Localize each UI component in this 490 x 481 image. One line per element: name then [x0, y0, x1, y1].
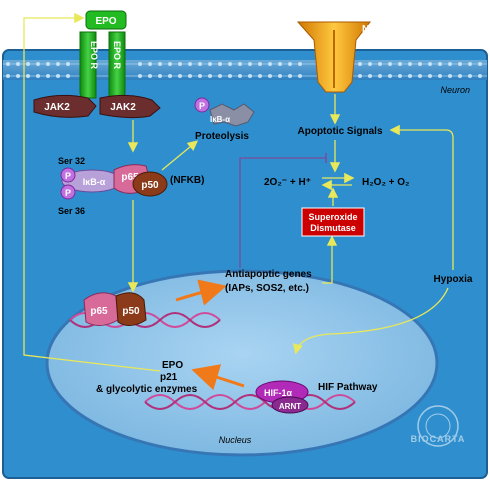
- sod-line2: Dismutase: [310, 223, 356, 233]
- antiapoptotic-inhibition-line: [239, 157, 326, 268]
- p65-label: p65: [121, 172, 139, 183]
- membrane-lipids: [6, 62, 482, 78]
- superoxide-dismutase-box: Superoxide Dismutase: [301, 207, 365, 237]
- apoptotic-signals-label: Apoptotic Signals: [298, 126, 383, 137]
- reaction-left: 2O₂⁻ + H⁺: [264, 177, 311, 188]
- hypoxia-label: Hypoxia: [434, 274, 473, 285]
- ikba-label: IκB-α: [83, 177, 106, 187]
- epo-receptor-right: EPO R: [108, 31, 126, 99]
- ser32-label: Ser 32: [58, 156, 85, 166]
- proteolysis-group: P IκB-α Proteolysis: [194, 97, 255, 142]
- epo-r-right-label: EPO R: [112, 41, 122, 70]
- hif-pathway-label: HIF Pathway: [318, 382, 378, 393]
- nfkb-to-antiapoptotic-arrow: [175, 279, 227, 306]
- proteolysis-label: Proteolysis: [195, 131, 249, 142]
- logo-text: BIOCARTA: [411, 434, 466, 444]
- nucleus-label: Nucleus: [219, 435, 252, 445]
- nuclear-nfkb: p65 p50: [83, 292, 147, 326]
- p50-nuc-label: p50: [122, 306, 140, 317]
- p65-nuc-label: p65: [90, 306, 108, 317]
- epo-label: EPO: [95, 16, 116, 27]
- epo-out-line1: EPO: [162, 360, 183, 371]
- hif-complex: HIF-1α ARNT: [255, 380, 309, 414]
- p-top-label: P: [65, 171, 71, 181]
- hif-to-epo-arrow: [191, 364, 245, 391]
- cell-membrane: [3, 60, 487, 80]
- jak2-left: JAK2: [33, 94, 97, 118]
- sod-line1: Superoxide: [308, 212, 357, 222]
- epo-receptor-left: EPO R: [79, 31, 99, 99]
- epo-out-line2: p21: [160, 372, 178, 383]
- nfkb-label: (NFKB): [170, 175, 204, 186]
- jak2-left-label: JAK2: [44, 102, 70, 113]
- hypoxia-to-apoptotic-arrow: [389, 124, 454, 270]
- antiapoptotic-line2: (IAPs, SOS2, etc.): [225, 283, 309, 294]
- epo-feedback-arrow: [23, 12, 161, 372]
- arnt-label: ARNT: [279, 402, 301, 411]
- ser36-label: Ser 36: [58, 206, 85, 216]
- proteolysis-ikb-label: IκB-α: [210, 115, 230, 124]
- proteolysis-p-label: P: [199, 101, 205, 111]
- reaction-right: H₂O₂ + O₂: [362, 177, 410, 188]
- hif1a-label: HIF-1α: [264, 388, 293, 398]
- p50-label: p50: [141, 180, 159, 191]
- dna-lower: [144, 394, 356, 410]
- nmda-receptor: NMDA: [296, 21, 392, 93]
- jak2-right-label: JAK2: [110, 102, 136, 113]
- ikb-nfkb-complex: Ser 32 IκB-α P P Ser 36 p65 p50 (NFKB): [58, 156, 204, 216]
- hypoxia-to-hif-arrow: [292, 287, 449, 355]
- neuron-label: Neuron: [440, 85, 470, 95]
- epo-ligand: EPO: [85, 10, 127, 30]
- biocarta-logo: BIOCARTA: [411, 405, 466, 447]
- epo-r-left-label: EPO R: [89, 41, 99, 70]
- antiapoptotic-line1: Antiapoptic genes: [225, 269, 312, 280]
- nmda-label: NMDA: [362, 24, 392, 35]
- nfkb-to-proteolysis-arrow: [161, 140, 199, 171]
- epo-out-line3: & glycolytic enzymes: [96, 384, 198, 395]
- jak2-right: JAK2: [99, 94, 161, 119]
- p-bottom-label: P: [65, 188, 71, 198]
- antiapoptotic-to-sod-arrow: [322, 235, 338, 284]
